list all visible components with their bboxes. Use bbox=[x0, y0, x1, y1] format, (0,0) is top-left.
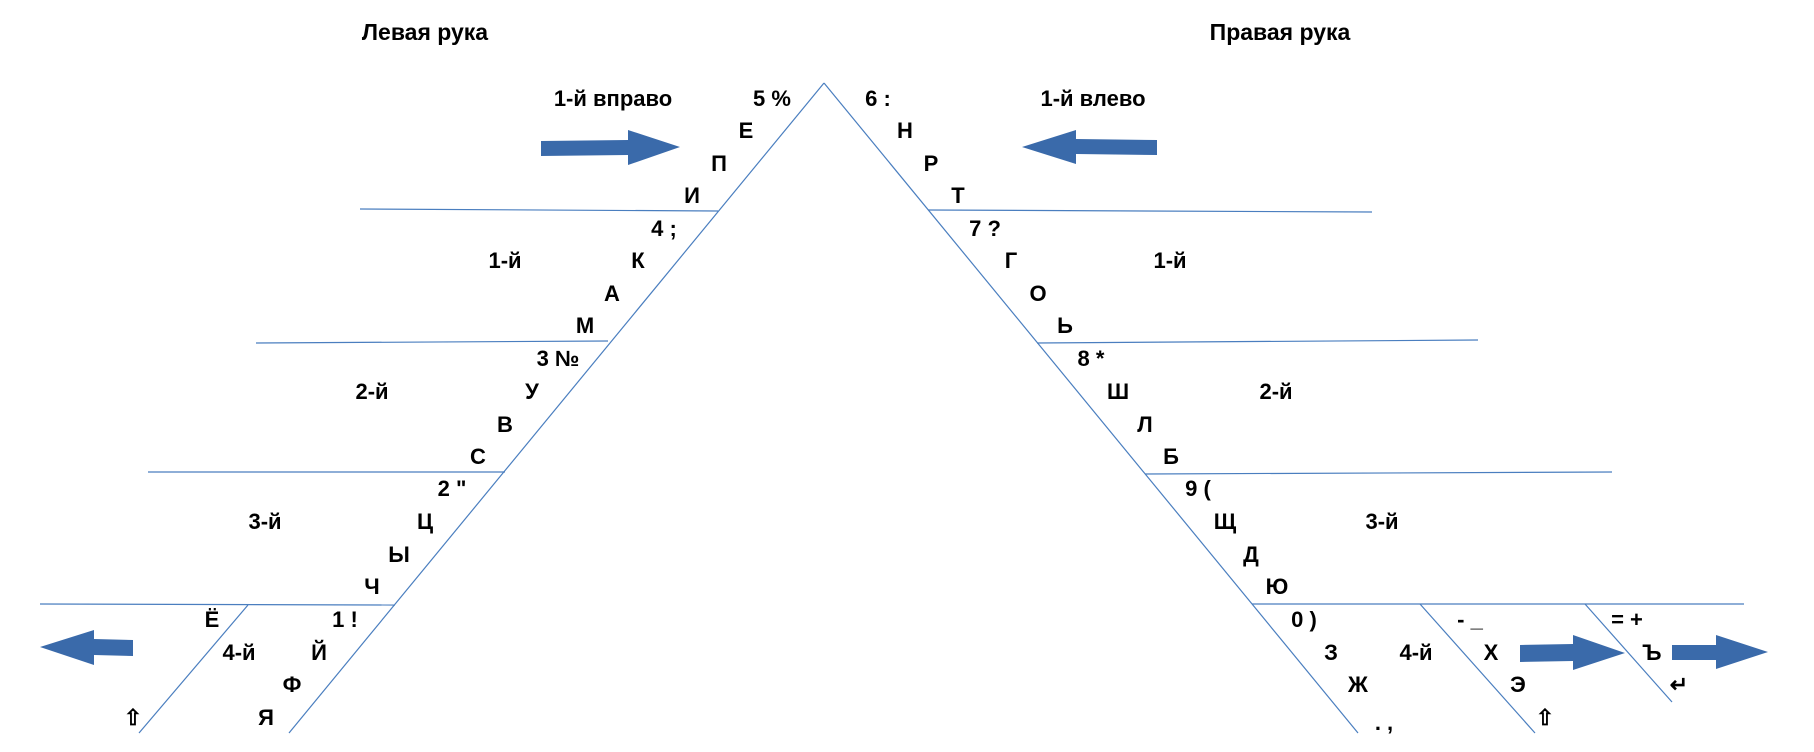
key-4-semicolon: 4 ; bbox=[651, 216, 677, 241]
left-finger-label-1: 1-й bbox=[488, 248, 521, 273]
right-hand-title: Правая рука bbox=[1210, 19, 1351, 45]
key-a: А bbox=[604, 281, 620, 306]
left-separator-2 bbox=[255, 340, 609, 344]
left-separator-1 bbox=[359, 208, 719, 212]
key-yo: Ё bbox=[205, 607, 220, 632]
key-pe: П bbox=[711, 151, 727, 176]
direction-label-right: 1-й влево bbox=[1040, 86, 1145, 111]
right-finger-label-2: 2-й bbox=[1259, 379, 1292, 404]
key-period-comma: . , bbox=[1375, 710, 1393, 735]
right-finger-label-1: 1-й bbox=[1153, 248, 1186, 273]
key-em: М bbox=[576, 313, 594, 338]
key-3-numero: 3 № bbox=[537, 346, 580, 371]
key-soft-sign: Ь bbox=[1057, 313, 1073, 338]
left-separator-4 bbox=[39, 603, 396, 606]
arrow-right-icon bbox=[1520, 635, 1625, 670]
key-che: Ч bbox=[364, 574, 379, 599]
direction-label-left: 1-й вправо bbox=[554, 86, 672, 111]
key-zhe: Ж bbox=[1347, 672, 1368, 697]
arrow-left-icon bbox=[1022, 130, 1157, 164]
key-short-i: Й bbox=[311, 640, 327, 665]
key-e: Э bbox=[1510, 672, 1526, 697]
key-el: Л bbox=[1137, 412, 1152, 437]
shift-icon: ⇧ bbox=[124, 705, 142, 730]
key-ef: Ф bbox=[283, 672, 302, 697]
key-equals-plus: = + bbox=[1611, 607, 1643, 632]
arrow-right-icon bbox=[541, 130, 680, 165]
key-hard-sign: Ъ bbox=[1642, 640, 1661, 665]
key-9-paren: 9 ( bbox=[1185, 476, 1211, 501]
key-o: О bbox=[1029, 281, 1046, 306]
key-ge: Г bbox=[1005, 248, 1018, 273]
key-te: Т bbox=[951, 183, 965, 208]
key-ze: З bbox=[1324, 640, 1338, 665]
key-en: Н bbox=[897, 118, 913, 143]
key-be: Б bbox=[1163, 444, 1179, 469]
key-0-paren: 0 ) bbox=[1291, 607, 1317, 632]
key-ya: Я bbox=[258, 705, 274, 730]
left-pinky-divider bbox=[138, 604, 249, 734]
right-finger-label-4: 4-й bbox=[1399, 640, 1432, 665]
key-yu: Ю bbox=[1266, 574, 1289, 599]
left-diagonal-line bbox=[288, 82, 825, 734]
right-separator-2 bbox=[1036, 339, 1479, 344]
right-pinky-divider-2 bbox=[1584, 603, 1673, 703]
right-diagonal-line bbox=[823, 82, 1359, 734]
key-tse: Ц bbox=[417, 509, 433, 534]
key-de: Д bbox=[1243, 542, 1259, 567]
key-i: И bbox=[684, 183, 700, 208]
key-2-quote: 2 " bbox=[438, 476, 467, 501]
key-kha: Х bbox=[1484, 640, 1499, 665]
key-ye: Е bbox=[739, 118, 754, 143]
key-ka: К bbox=[631, 248, 645, 273]
key-7-question: 7 ? bbox=[969, 216, 1001, 241]
arrow-left-icon bbox=[40, 630, 133, 665]
right-pinky-divider-1 bbox=[1419, 603, 1536, 734]
key-6-colon: 6 : bbox=[865, 86, 891, 111]
left-finger-label-2: 2-й bbox=[355, 379, 388, 404]
key-sha: Ш bbox=[1107, 379, 1129, 404]
key-ve: В bbox=[497, 412, 513, 437]
left-hand-title: Левая рука bbox=[362, 19, 488, 45]
right-separator-1 bbox=[927, 209, 1373, 213]
key-u: У bbox=[525, 379, 539, 404]
key-shcha: Щ bbox=[1214, 509, 1237, 534]
shift-icon: ⇧ bbox=[1536, 705, 1554, 730]
key-5-percent: 5 % bbox=[753, 86, 791, 111]
key-er: Р bbox=[924, 151, 939, 176]
key-es: С bbox=[470, 444, 486, 469]
right-finger-label-3: 3-й bbox=[1365, 509, 1398, 534]
enter-icon: ↵ bbox=[1670, 672, 1688, 697]
key-1-exclamation: 1 ! bbox=[332, 607, 358, 632]
left-finger-label-3: 3-й bbox=[248, 509, 281, 534]
arrow-right-icon bbox=[1672, 635, 1768, 669]
key-minus-underscore: - _ bbox=[1457, 607, 1483, 632]
right-separator-3 bbox=[1144, 471, 1613, 475]
left-finger-label-4: 4-й bbox=[222, 640, 255, 665]
key-yery: Ы bbox=[388, 542, 410, 567]
key-8-asterisk: 8 * bbox=[1078, 346, 1105, 371]
